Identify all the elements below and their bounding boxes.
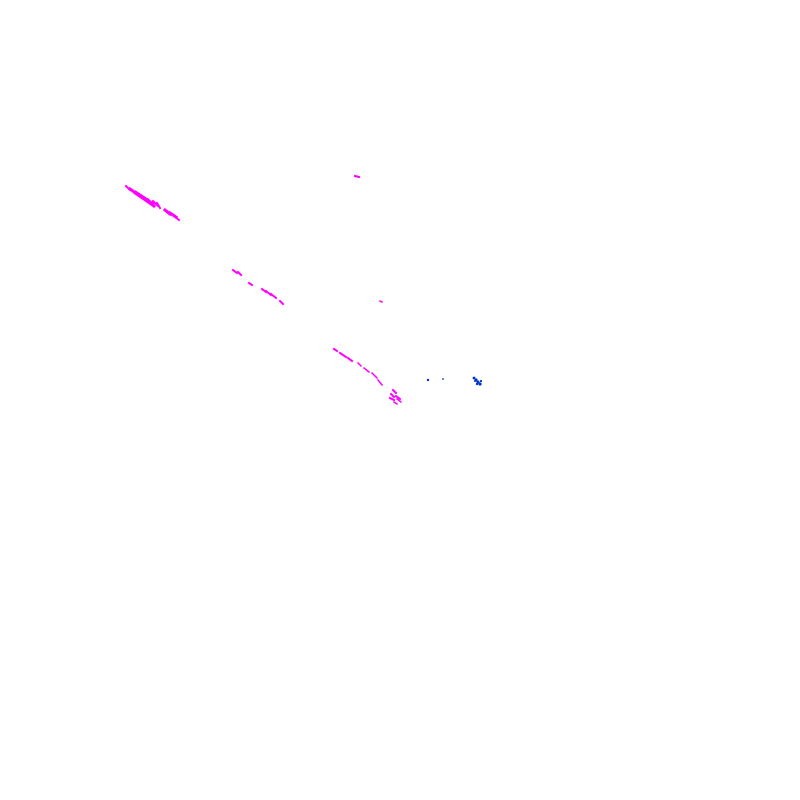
magenta-mark-23 — [376, 378, 384, 387]
magenta-mark-10 — [231, 268, 239, 275]
magenta-mark-30 — [353, 174, 361, 179]
magenta-mark-11 — [236, 270, 243, 277]
magenta-mark-6 — [155, 201, 162, 210]
blue-mark-6 — [475, 382, 479, 386]
magenta-mark-15 — [269, 292, 278, 300]
magenta-mark-22 — [370, 371, 379, 380]
magenta-mark-29 — [392, 400, 399, 406]
blue-mark-7 — [479, 379, 483, 383]
blue-mark-4 — [476, 380, 480, 384]
magenta-mark-4 — [145, 197, 157, 209]
blue-mark-8 — [474, 380, 476, 382]
magenta-mark-16 — [278, 299, 285, 306]
magenta-mark-18 — [338, 351, 348, 359]
magenta-mark-12 — [247, 281, 254, 287]
blue-mark-0 — [426, 378, 430, 382]
magenta-mark-26 — [394, 394, 402, 401]
magenta-mark-21 — [362, 366, 371, 374]
magenta-mark-17 — [332, 347, 339, 353]
magenta-mark-28 — [395, 397, 403, 404]
magenta-mark-24 — [389, 392, 396, 399]
magenta-mark-31 — [378, 299, 384, 304]
magenta-mark-20 — [356, 361, 363, 368]
blue-mark-1 — [442, 378, 444, 380]
blue-mark-2 — [472, 376, 476, 380]
magenta-mark-25 — [391, 388, 398, 395]
magenta-mark-9 — [172, 214, 181, 222]
magenta-mark-19 — [346, 356, 354, 363]
blue-mark-5 — [478, 382, 482, 386]
magenta-mark-27 — [388, 396, 396, 402]
